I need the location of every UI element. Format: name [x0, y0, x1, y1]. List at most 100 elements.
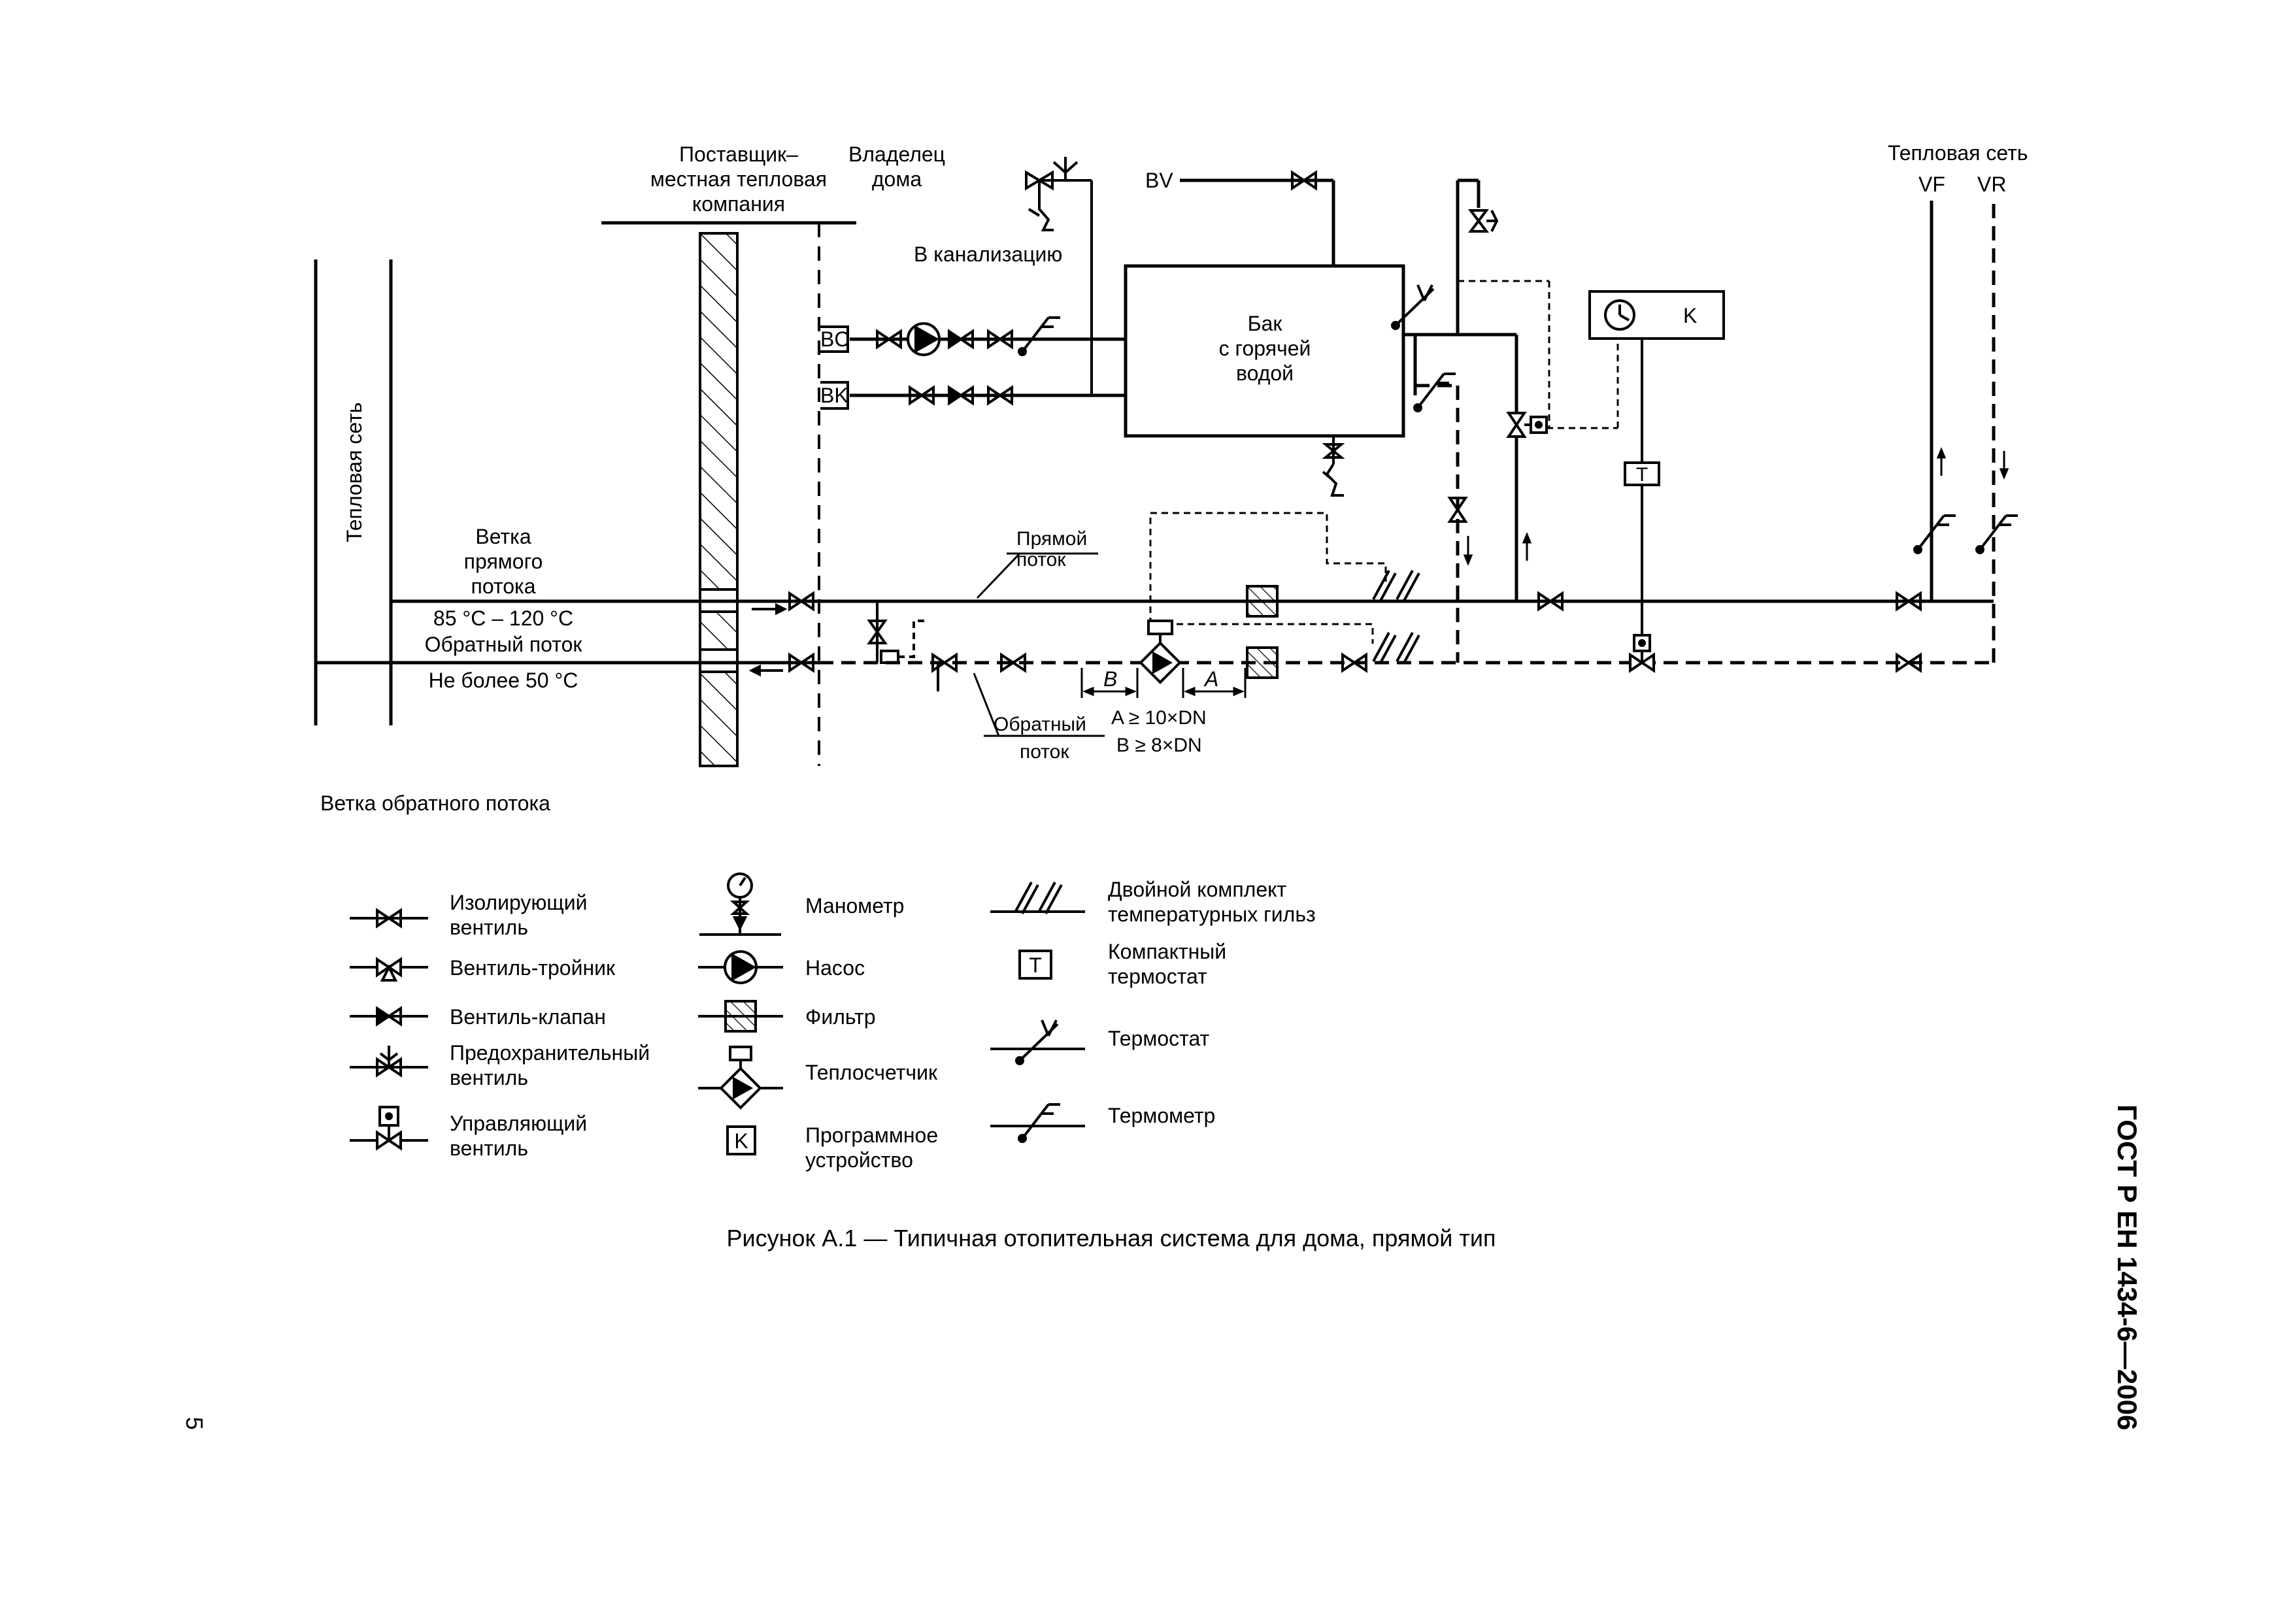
dim-b: B	[1103, 667, 1117, 691]
legend: Изолирующий вентиль Вентиль-тройник Вент…	[350, 872, 1316, 1172]
legend-manometer-icon	[699, 872, 781, 936]
legend-filter-icon	[724, 1000, 757, 1033]
legend-double-pocket-icon	[1014, 881, 1063, 915]
legend-pocket-1: Двойной комплект	[1108, 878, 1287, 901]
vr-thermometer	[1975, 514, 2019, 554]
tank-thermometer	[1413, 373, 1457, 412]
bc-pump	[907, 322, 941, 356]
dim-a: A	[1203, 667, 1218, 691]
legend-compact-thermostat-letter: T	[1029, 953, 1042, 977]
legend-control-valve-icon	[376, 1106, 402, 1151]
sewer-label: В канализацию	[914, 242, 1062, 266]
tank-coil	[1403, 333, 1518, 663]
supply-filter	[1246, 585, 1279, 618]
legend-safety-2: вентиль	[450, 1066, 528, 1089]
page-number: 5	[181, 1417, 208, 1430]
legend-programmer-letter: K	[734, 1129, 748, 1153]
bk-marker	[820, 381, 849, 410]
legend-heat-meter: Теплосчетчик	[805, 1061, 938, 1084]
vf-label: VF	[1918, 173, 1945, 196]
supply-temp: 85 °C – 120 °C	[433, 606, 573, 630]
tank-label-1: Бак	[1248, 312, 1283, 335]
legend-isolating-2: вентиль	[450, 916, 528, 939]
owner-label-1: Владелец	[848, 142, 945, 166]
dimensions	[1080, 668, 1247, 698]
legend-thermostat: Термостат	[1108, 1027, 1210, 1050]
bc-marker	[820, 325, 849, 353]
supply-pipe	[391, 201, 1994, 603]
compact-thermostat-letter: T	[1636, 464, 1648, 486]
legend-control-1: Управляющий	[450, 1112, 587, 1135]
legend-manometer: Манометр	[805, 894, 904, 918]
supplier-label-2: местная тепловая	[650, 167, 827, 191]
supplier-label-3: компания	[692, 192, 785, 216]
signal-loop	[1149, 512, 1387, 644]
vf-thermometer	[1913, 514, 1957, 554]
return-filter	[1246, 646, 1279, 679]
flow-arrows	[748, 603, 788, 677]
figure-caption: Рисунок А.1 — Типичная отопительная сист…	[727, 1225, 1496, 1251]
legend-pump-icon	[724, 950, 758, 984]
legend-thermostat-icon	[1015, 1019, 1059, 1065]
building-wall	[699, 232, 739, 767]
bc-thermometer	[1018, 316, 1062, 356]
legend-heat-meter-icon	[719, 1046, 762, 1110]
legend-isolating-1: Изолирующий	[450, 891, 587, 914]
zone-labels: Поставщик– местная тепловая компания Вла…	[601, 142, 945, 225]
bk-label: BK	[820, 384, 848, 407]
vr-label: VR	[1977, 173, 2006, 196]
forward-flow-2: поток	[1016, 549, 1066, 571]
bv-line	[1180, 178, 1335, 266]
return-flow-label: Обратный поток	[425, 633, 583, 656]
forward-flow-1: Прямой	[1016, 528, 1087, 550]
rule-a: A ≥ 10×DN	[1111, 707, 1207, 729]
supplier-label-1: Поставщик–	[679, 142, 798, 166]
return-temp: Не более 50 °C	[429, 669, 578, 692]
programmer-letter: K	[1683, 304, 1697, 327]
return-pipe	[316, 201, 1996, 665]
legend-safety-1: Предохранительный	[450, 1041, 650, 1065]
right-network-title: Тепловая сеть	[1888, 141, 2028, 165]
left-network-label: Тепловая сеть	[343, 403, 366, 542]
return-pocket	[1372, 631, 1420, 665]
legend-check-valve: Вентиль-клапан	[450, 1005, 606, 1029]
tank-drain	[1322, 436, 1345, 497]
tank-vent	[1456, 178, 1481, 335]
legend-filter: Фильтр	[805, 1005, 876, 1029]
supply-branch-1: Ветка	[475, 525, 531, 548]
legend-control-2: вентиль	[450, 1136, 528, 1160]
legend-compact-2: термостат	[1108, 965, 1207, 988]
supply-branch-2: прямого	[464, 550, 543, 573]
left-heat-network: Тепловая сеть	[314, 259, 393, 725]
return-branch-label: Ветка обратного потока	[320, 791, 550, 815]
legend-thermometer: Термометр	[1108, 1104, 1215, 1127]
supply-branch-3: потока	[471, 574, 535, 598]
bc-label: BC	[820, 327, 849, 351]
legend-compact-thermostat-icon	[1018, 950, 1052, 980]
forward-flow-label: Прямой поток	[976, 528, 1098, 599]
standard-id: ГОСТ Р ЕН 1434-6—2006	[2112, 1104, 2143, 1430]
legend-safety-valve-icon	[376, 1046, 402, 1078]
tank-label-3: водой	[1236, 361, 1294, 385]
hot-water-tank	[1124, 264, 1405, 438]
compact-thermostat	[1624, 461, 1660, 486]
bv-label: BV	[1145, 169, 1173, 192]
programmer-box	[1588, 290, 1725, 340]
coil-arrows	[1463, 447, 2009, 566]
supply-pocket	[1372, 569, 1420, 603]
bypass	[867, 601, 928, 664]
owner-label-2: дома	[872, 167, 922, 191]
coil-control-valve	[1506, 412, 1548, 438]
legend-compact-1: Компактный	[1108, 940, 1226, 963]
tank-label-2: с горячей	[1219, 337, 1311, 360]
return-flow-callout: Обратный поток	[973, 672, 1105, 763]
heat-meter	[1139, 620, 1182, 684]
legend-programmer-icon	[726, 1125, 756, 1155]
legend-pump: Насос	[805, 956, 865, 980]
legend-tee-valve-icon	[376, 957, 402, 982]
legend-tee-valve: Вентиль-тройник	[450, 956, 616, 980]
branch-labels: Ветка прямого потока 85 °C – 120 °C Обра…	[320, 525, 582, 815]
vent-valve	[1468, 209, 1499, 233]
